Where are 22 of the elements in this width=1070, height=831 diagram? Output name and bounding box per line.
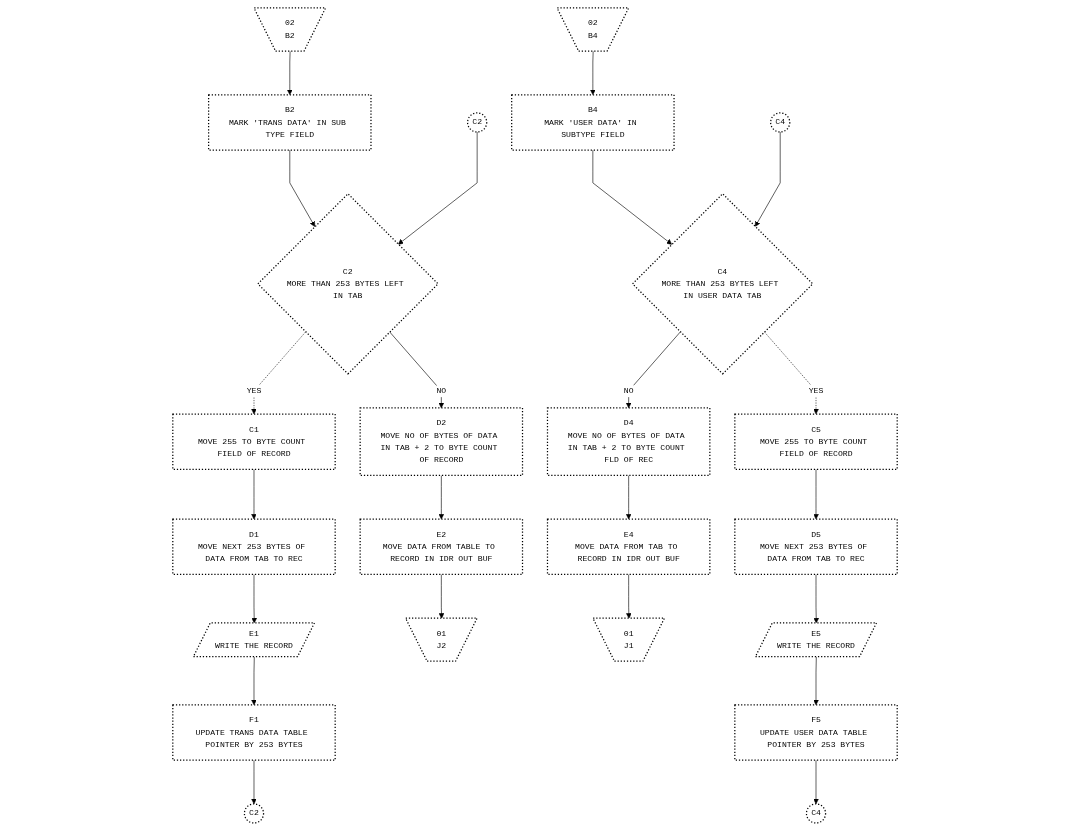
edge-label: YES [246,386,262,396]
node-box: D5 MOVE NEXT 253 BYTES OF DATA FROM TAB TO REC [734,518,898,575]
edge-label: YES [808,386,824,396]
node-box: F1 UPDATE TRANS DATA TABLE POINTER BY 253 BYTES [172,704,336,761]
node-box: D4 MOVE NO OF BYTES OF DATA IN TAB + 2 TO BYTE COUNT FLD OF REC [546,407,711,477]
edge-label: NO [623,386,634,396]
node-box: F5 UPDATE USER DATA TABLE POINTER BY 253 BYTES [734,704,898,761]
node-box: C5 MOVE 255 TO BYTE COUNT FIELD OF RECORD [734,413,898,470]
node-diamond: C4 MORE THAN 253 BYTES LEFT IN USER DATA TAB [631,192,814,375]
node-box: B4 MARK 'USER DATA' IN SUBTYPE FIELD [511,94,675,151]
node-circle: C2 [243,803,265,824]
edge-label: NO [436,386,447,396]
node-circle: C4 [805,803,827,824]
node-box: E4 MOVE DATA FROM TAB TO RECORD IN IDR OUT BUF [546,518,711,575]
node-box: C1 MOVE 255 TO BYTE COUNT FIELD OF RECORD [172,413,336,470]
node-diamond: C2 MORE THAN 253 BYTES LEFT IN TAB [257,192,439,375]
node-circle: C4 [770,112,791,133]
node-circle: C2 [466,112,488,133]
node-box: D2 MOVE NO OF BYTES OF DATA IN TAB + 2 TO BYTE COUNT OF RECORD [359,407,524,477]
node-box: B2 MARK 'TRANS DATA' IN SUB TYPE FIELD [208,94,372,151]
node-box: D1 MOVE NEXT 253 BYTES OF DATA FROM TAB TO REC [172,518,336,575]
node-box: E2 MOVE DATA FROM TABLE TO RECORD IN IDR OUT BUF [359,518,524,575]
